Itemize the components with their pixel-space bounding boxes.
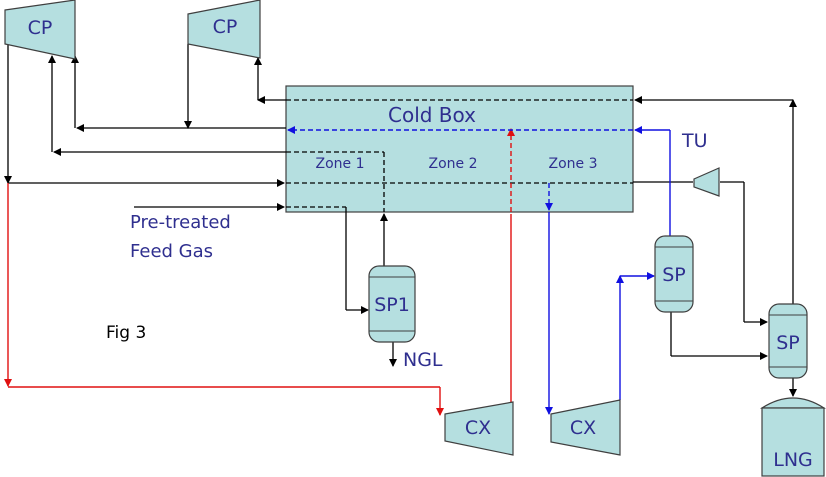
cold-box [285,85,634,213]
tu-label: TU [681,130,708,152]
cx1-label: CX [465,417,491,439]
separator-sp-right: SP [768,303,808,379]
red-stream [4,128,515,416]
cx2-label: CX [570,417,596,439]
compressor-cp-2: CP [187,0,261,59]
feed-gas-label-line-1: Pre-treated [130,212,231,233]
sp1-label: SP1 [374,294,410,316]
feed-gas-label-line-2: Feed Gas [130,241,213,262]
cp2-label: CP [213,16,238,38]
sp-mid-label: SP [662,264,686,286]
black-streams [4,42,797,397]
cold-box-label: Cold Box [388,103,476,127]
sp-right-label: SP [776,332,800,354]
separator-sp-mid: SP [654,235,694,313]
expander-cx-1: CX [444,401,514,456]
zone-3-label: Zone 3 [549,156,598,172]
cp1-label: CP [28,17,53,39]
black-dashed-streams [286,99,633,212]
ngl-label: NGL [403,349,443,371]
small-compressor [693,167,720,197]
lng-label: LNG [773,449,813,471]
zone-2-label: Zone 2 [429,156,478,172]
separator-sp1: SP1 [368,265,416,343]
lng-tank: LNG [759,397,826,477]
expander-cx-2: CX [550,399,621,456]
zone-1-label: Zone 1 [316,156,365,172]
figure-label: Fig 3 [106,323,146,343]
compressor-cp-1: CP [4,0,76,60]
blue-stream [287,126,671,415]
